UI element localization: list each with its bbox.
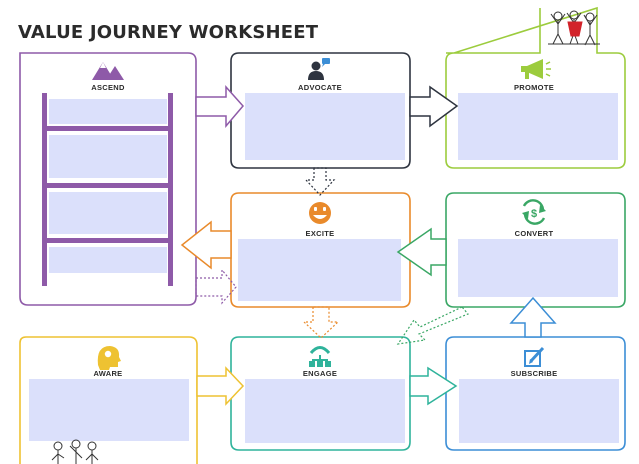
aware-label: AWARE [93, 369, 122, 378]
subscribe-label: SUBSCRIBE [511, 369, 558, 378]
ascend-input-4[interactable] [49, 247, 167, 273]
page-title: VALUE JOURNEY WORKSHEET [18, 22, 319, 43]
advocate-input[interactable] [245, 93, 405, 160]
advocate-stage: ADVOCATE [230, 52, 411, 169]
network-icon [309, 346, 331, 367]
person-speech-icon [308, 58, 330, 80]
convert-input[interactable] [458, 239, 618, 297]
flow-arrow-left [180, 220, 232, 270]
flow-arrow-right [409, 85, 459, 128]
ladder-rung [47, 238, 168, 243]
dollar-cycle-icon: $ [522, 199, 546, 225]
promote-input[interactable] [458, 93, 618, 160]
advocate-label: ADVOCATE [298, 83, 342, 92]
excite-label: EXCITE [306, 229, 335, 238]
promote-label: PROMOTE [514, 83, 554, 92]
excite-stage: EXCITE [230, 192, 411, 308]
ascend-stage: ASCEND [19, 52, 197, 306]
dotted-arrow-down [302, 306, 340, 339]
ascend-input-3[interactable] [49, 192, 167, 234]
smiley-icon [309, 202, 331, 224]
flow-arrow-right [196, 366, 245, 406]
ladder-rail-left [42, 93, 47, 286]
dotted-arrow-diagonal [396, 306, 469, 345]
subscribe-stage: SUBSCRIBE [445, 336, 626, 451]
excite-input[interactable] [238, 239, 401, 301]
ladder-rung [47, 183, 168, 188]
head-bulb-icon [97, 346, 121, 370]
svg-text:$: $ [531, 208, 537, 220]
aware-input[interactable] [29, 379, 189, 441]
edit-square-icon [524, 346, 545, 367]
ladder-rail-right [168, 93, 173, 286]
ascend-label: ASCEND [91, 83, 125, 92]
dotted-arrow-right [195, 268, 237, 305]
flow-arrow-right [195, 85, 244, 129]
ladder-rung [47, 126, 168, 131]
mountain-icon [92, 62, 124, 80]
standing-figures-illustration [51, 439, 99, 464]
flow-arrow-up [509, 296, 557, 338]
promote-stage: PROMOTE [445, 6, 626, 169]
engage-label: ENGAGE [303, 369, 337, 378]
dotted-arrow-down [304, 167, 336, 196]
convert-label: CONVERT [515, 229, 554, 238]
megaphone-icon [521, 59, 551, 79]
engage-stage: ENGAGE [230, 336, 411, 451]
convert-stage: $ CONVERT [445, 192, 626, 308]
aware-stage: AWARE [19, 336, 198, 464]
engage-input[interactable] [245, 379, 405, 443]
flow-arrow-right [409, 366, 458, 406]
ascend-input-2[interactable] [49, 135, 167, 178]
subscribe-input[interactable] [459, 379, 619, 443]
ascend-input-1[interactable] [49, 99, 167, 124]
flow-arrow-left [396, 227, 447, 277]
cheering-figures-illustration [548, 10, 600, 46]
